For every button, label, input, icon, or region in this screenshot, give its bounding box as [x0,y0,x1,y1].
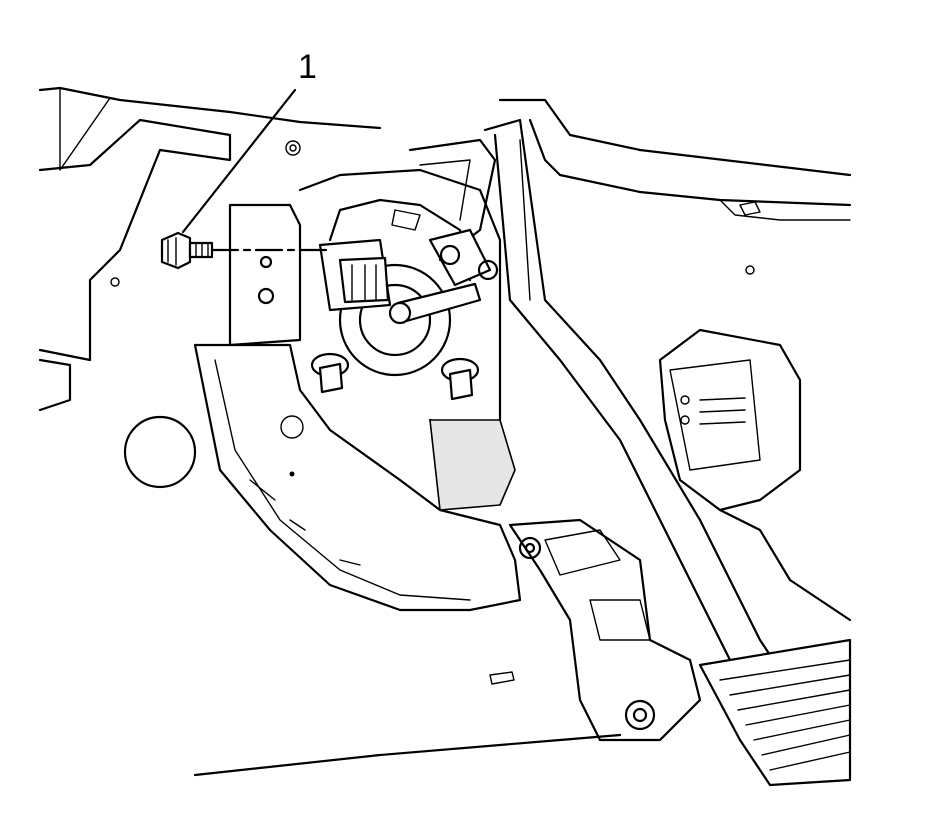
callout-leader-line [181,88,297,234]
adjuster-linkage [391,138,499,287]
lower-bracket [508,518,702,742]
cowl-beam [498,98,852,221]
pedal-arm [483,118,802,702]
mounting-studs [310,352,516,685]
pedal-bracket-housing [228,168,502,432]
bolt-1 [160,231,214,270]
pedal-sensor-module [658,328,852,622]
pedal-pad [698,638,852,787]
callout-number: 1 [298,48,317,86]
dash-panel [38,86,755,777]
lower-shield [193,343,522,612]
